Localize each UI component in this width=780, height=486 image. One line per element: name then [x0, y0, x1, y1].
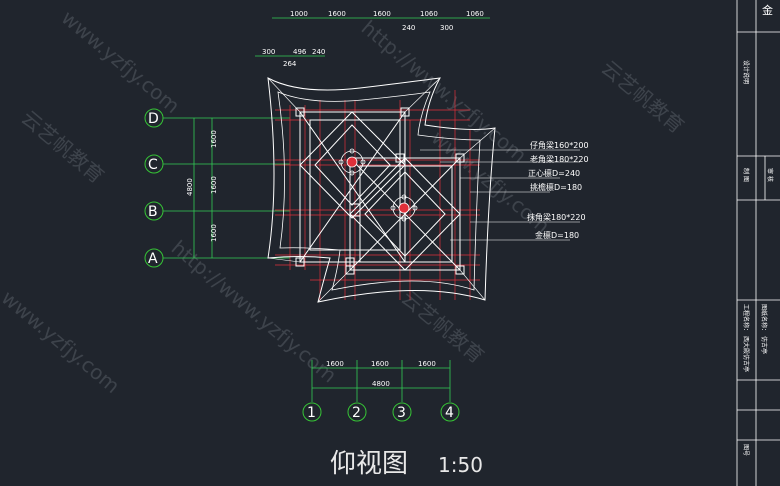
- top-dim: 240: [402, 24, 415, 32]
- frame-lower-right: [349, 157, 461, 271]
- axis-label-1: 1: [307, 405, 316, 421]
- watermark-url: www.yzfjy.com: [0, 285, 125, 398]
- corner-posts: [295, 107, 465, 275]
- corner-rafters: [267, 77, 496, 303]
- axis-bubble-A: [144, 248, 164, 268]
- axis-label-2: 2: [352, 405, 361, 421]
- eave-inner-outline: [277, 91, 481, 291]
- left-dim: 4800: [186, 178, 194, 196]
- project-label: 工程名称：: [742, 304, 750, 334]
- upper-dim: 264: [283, 60, 297, 68]
- rosette-lower: [390, 194, 418, 222]
- red-grid: [275, 90, 480, 300]
- upper-dim: 240: [312, 48, 325, 56]
- axis-bubble-B: [144, 201, 164, 221]
- label-eave-purlin: 挑檐檩D=180: [530, 182, 582, 192]
- title-block-header: 设计说明: [742, 60, 750, 84]
- axis-bubble-1: [302, 402, 322, 422]
- watermark-url: www.yzfjy.com: [57, 5, 185, 118]
- label-corner-beam: 抹角梁180*220: [527, 212, 586, 222]
- bottom-dim: 1600: [326, 360, 344, 368]
- bottom-dim: 4800: [372, 380, 390, 388]
- bottom-dim: 1600: [371, 360, 389, 368]
- drawing-label: 图纸名称：: [760, 304, 768, 334]
- title-block: [736, 0, 780, 486]
- axis-bubble-4: [440, 402, 460, 422]
- bottom-dim: 1600: [418, 360, 436, 368]
- leader-lines: [420, 149, 580, 241]
- axis-label-A: A: [148, 251, 158, 267]
- drawing-scale: 1:50: [438, 453, 483, 477]
- label-main-purlin: 正心檩D=240: [528, 168, 580, 178]
- watermark-brand: 云艺帆教育: [597, 55, 689, 138]
- top-dim: 1000: [290, 10, 308, 18]
- axis-label-D: D: [148, 111, 159, 127]
- upper-dim: 300: [262, 48, 275, 56]
- watermark-brand: 云艺帆教育: [17, 105, 109, 188]
- axis-label-4: 4: [445, 405, 454, 421]
- title-block-bottom: 图号: [742, 444, 749, 456]
- top-dim: 300: [440, 24, 453, 32]
- watermark-brand: 云艺帆教育: [397, 285, 489, 368]
- axis-label-3: 3: [397, 405, 406, 421]
- axis-label-B: B: [148, 204, 158, 220]
- label-gold-purlin: 金檩D=180: [535, 230, 579, 240]
- axis-bubble-2: [347, 402, 367, 422]
- rosette-upper: [338, 148, 366, 176]
- watermark-layer: 云艺帆教育 云艺帆教育 云艺帆教育 www.yzfjy.com www.yzfj…: [0, 5, 689, 398]
- row-axis-bubbles: D C B A: [144, 108, 164, 268]
- column-axis-bubbles: 1 2 3 4: [302, 402, 460, 422]
- upper-dim: 496: [293, 48, 307, 56]
- left-dim: 1600: [210, 176, 218, 194]
- left-dim: 1600: [210, 130, 218, 148]
- title-block-corner: 金: [762, 3, 773, 17]
- title-block-small-b: 审 核: [766, 168, 774, 182]
- axis-bubble-C: [144, 154, 164, 174]
- top-dim: 1060: [420, 10, 438, 18]
- label-young-hip-rafter: 仔角梁160*200: [530, 140, 589, 150]
- drawing-value: 仿古亭: [760, 336, 768, 354]
- top-dim: 1060: [466, 10, 484, 18]
- axis-label-C: C: [148, 157, 158, 173]
- project-value: 西大殿仿古亭: [742, 336, 750, 372]
- axis-bubble-3: [392, 402, 412, 422]
- label-old-hip-rafter: 老角梁180*220: [530, 154, 589, 164]
- top-dim: 1600: [373, 10, 391, 18]
- eave-outline: [267, 77, 496, 303]
- axis-bubble-D: [144, 108, 164, 128]
- left-dim: 1600: [210, 224, 218, 242]
- title-block-small-a: 制 图: [742, 168, 750, 182]
- top-dim: 1600: [328, 10, 346, 18]
- drawing-title: 仰视图: [330, 449, 408, 479]
